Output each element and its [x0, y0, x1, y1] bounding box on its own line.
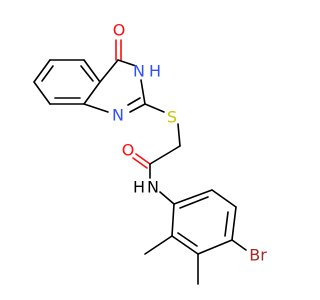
- bond: [83, 103, 109, 113]
- linker-bonds: [132, 103, 181, 205]
- bond: [140, 79, 146, 105]
- molecule-structure: O N H N S O N H Br: [33, 21, 267, 285]
- bond-c-br: [231, 239, 247, 251]
- bond-amide-carbonyl: [132, 157, 148, 169]
- bond: [83, 81, 101, 105]
- bond-amide-carbonyl: [135, 153, 151, 165]
- bond-ch2-c: [149, 145, 181, 165]
- nitrogen-atom-label: N: [112, 106, 124, 125]
- hydrogen-atom-label: H: [133, 178, 145, 197]
- bond: [171, 203, 175, 237]
- bond: [173, 189, 213, 205]
- bond-methyl: [144, 235, 173, 255]
- bond: [33, 59, 51, 83]
- atom-labels: O N H N S O N H Br: [112, 21, 267, 265]
- oxygen-atom-label: O: [113, 21, 126, 40]
- pyrimidinone-ring-bonds: [83, 39, 146, 113]
- bond-double-inner: [41, 65, 54, 82]
- bond-c2-s: [144, 103, 165, 113]
- bond-double-inner: [80, 65, 94, 82]
- bond-double-inner: [127, 97, 141, 106]
- bond: [33, 81, 51, 105]
- molecule-structure-canvas: O N H N S O N H Br: [33, 21, 267, 285]
- bond: [129, 103, 146, 113]
- nitrogen-atom-label: N: [133, 62, 145, 81]
- bond: [231, 206, 237, 241]
- aryl-ring-bonds: [171, 189, 237, 255]
- benzene-ring-bonds: [33, 59, 101, 105]
- bond-n-aryl: [159, 191, 175, 205]
- bond-double-inner: [179, 196, 209, 209]
- bromine-atom-label: Br: [249, 246, 267, 265]
- bond-double-inner: [177, 232, 198, 247]
- substituent-bonds: [144, 235, 247, 285]
- bond: [211, 189, 237, 208]
- hydrogen-atom-label: H: [149, 62, 161, 81]
- bond: [171, 235, 199, 255]
- nitrogen-atom-label: N: [147, 178, 159, 197]
- bond-double-inner: [224, 211, 229, 237]
- bond: [117, 59, 137, 67]
- bond: [197, 239, 233, 255]
- bond: [83, 59, 101, 83]
- bond-s-ch2: [177, 123, 181, 147]
- bond: [99, 59, 119, 83]
- sulfur-atom-label: S: [167, 108, 177, 127]
- oxygen-atom-label: O: [122, 141, 135, 160]
